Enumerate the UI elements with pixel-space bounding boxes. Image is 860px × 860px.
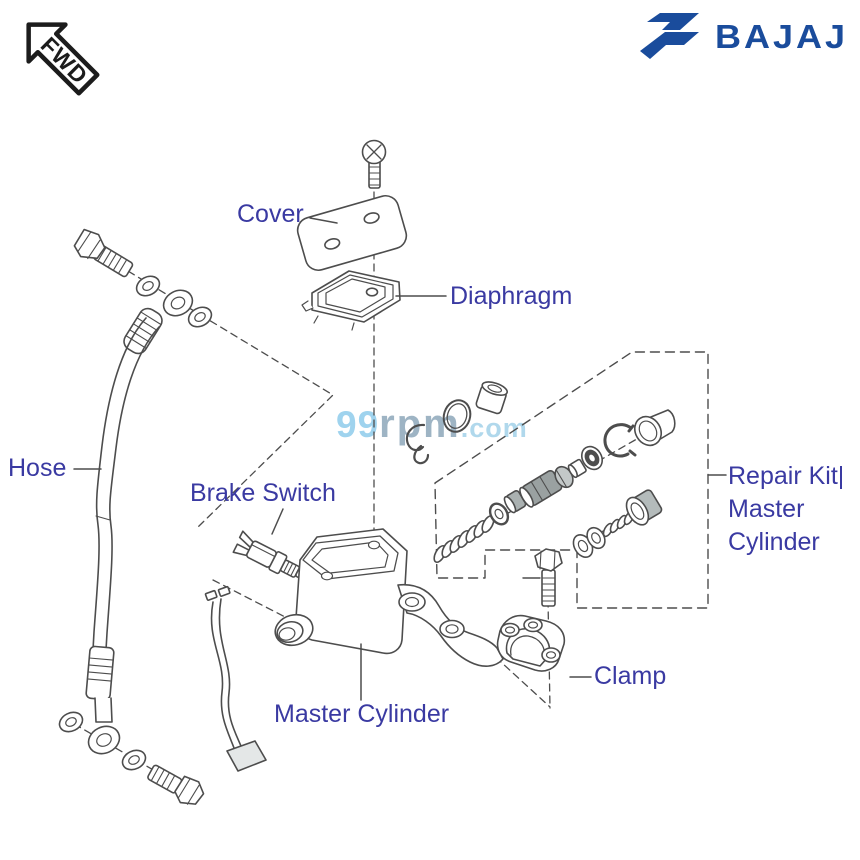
reservoir-bushing [475,381,508,415]
watermark-99: 99 [336,404,380,445]
banjo-bolt-top [73,228,134,278]
diaphragm [301,270,401,331]
label-clamp: Clamp [594,662,667,690]
brake-hose [92,317,160,651]
piston-assembly [488,445,604,526]
repair-kit-boundary [434,351,709,609]
master-cylinder-body [274,528,504,667]
banjo-eye [162,289,194,317]
banjo-bolt-bottom [147,764,205,805]
o-ring [442,399,472,433]
brand-logo: BAJAJ [633,10,848,64]
bajaj-emblem-icon [639,13,699,59]
leader-lines [73,217,727,701]
clamp [496,614,566,672]
label-master-cylinder: Master Cylinder [274,700,450,728]
dust-boot [633,409,676,447]
hose-ribbed-end [85,645,115,701]
label-repair-kit: Repair Kit| Master Cylinder [728,460,844,559]
spring-guard [123,307,163,355]
sealing-washer [135,275,161,297]
brand-wordmark: BAJAJ [714,17,848,56]
snap-ring [603,423,637,458]
switch-wire-connector [226,740,267,772]
brake-switch [232,530,306,580]
label-cover: Cover [237,200,304,228]
reservoir-cover [296,194,408,272]
label-hose: Hose [8,454,67,482]
clamp-bolt [534,548,563,607]
label-brake-switch: Brake Switch [190,479,336,507]
hose-stem [94,697,113,723]
piston-cap [625,489,663,526]
piston-washer [580,445,604,471]
banjo-eye-bottom [87,725,121,755]
return-spring [433,514,495,564]
fwd-arrow-icon: FWD [26,22,100,96]
sealing-washer-3 [58,711,84,733]
label-diaphragm: Diaphragm [450,282,573,310]
label-repair-kit-line2: Master [728,495,805,523]
retainer-clip [405,423,430,465]
watermark-com: .com [460,413,528,443]
sealing-washer-2 [187,306,213,328]
primary-cup-set [572,510,635,558]
label-repair-kit-line1: Repair Kit| [728,462,845,490]
reservoir-screw [361,139,387,189]
switch-wires [204,585,242,749]
sealing-washer-4 [121,749,147,771]
label-repair-kit-line3: Cylinder [728,528,820,556]
